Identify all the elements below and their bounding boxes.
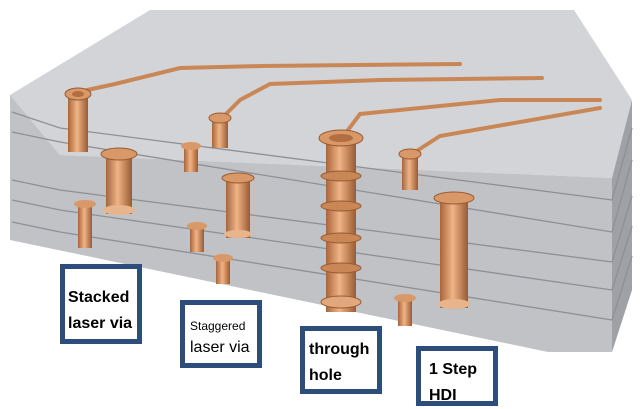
callout-stacked-laser-via: Stacked laser via — [60, 264, 142, 344]
callout-line: through — [309, 341, 370, 358]
callout-line: hole — [309, 367, 342, 384]
copper-traces — [76, 62, 602, 156]
callout-line: HDI — [429, 387, 457, 404]
board-top-face — [10, 10, 632, 178]
callout-line: Staggered — [190, 319, 246, 333]
callout-line: Stacked — [68, 289, 130, 306]
callout-through-hole: through hole — [300, 326, 382, 394]
stacked-laser-via — [64, 87, 138, 248]
callout-line: 1 Step — [429, 361, 478, 378]
callout-staggered-laser-via: Staggered laser via — [180, 300, 262, 368]
staggered-laser-via — [181, 112, 255, 284]
callout-line: laser via — [68, 315, 133, 332]
callout-line: laser via — [190, 339, 250, 356]
layer-lines — [11, 111, 633, 321]
through-hole-via — [318, 129, 364, 312]
callout-1-step-hdi: 1 Step HDI — [416, 346, 498, 406]
board-side-face — [612, 100, 632, 352]
hdi-via — [394, 148, 475, 326]
